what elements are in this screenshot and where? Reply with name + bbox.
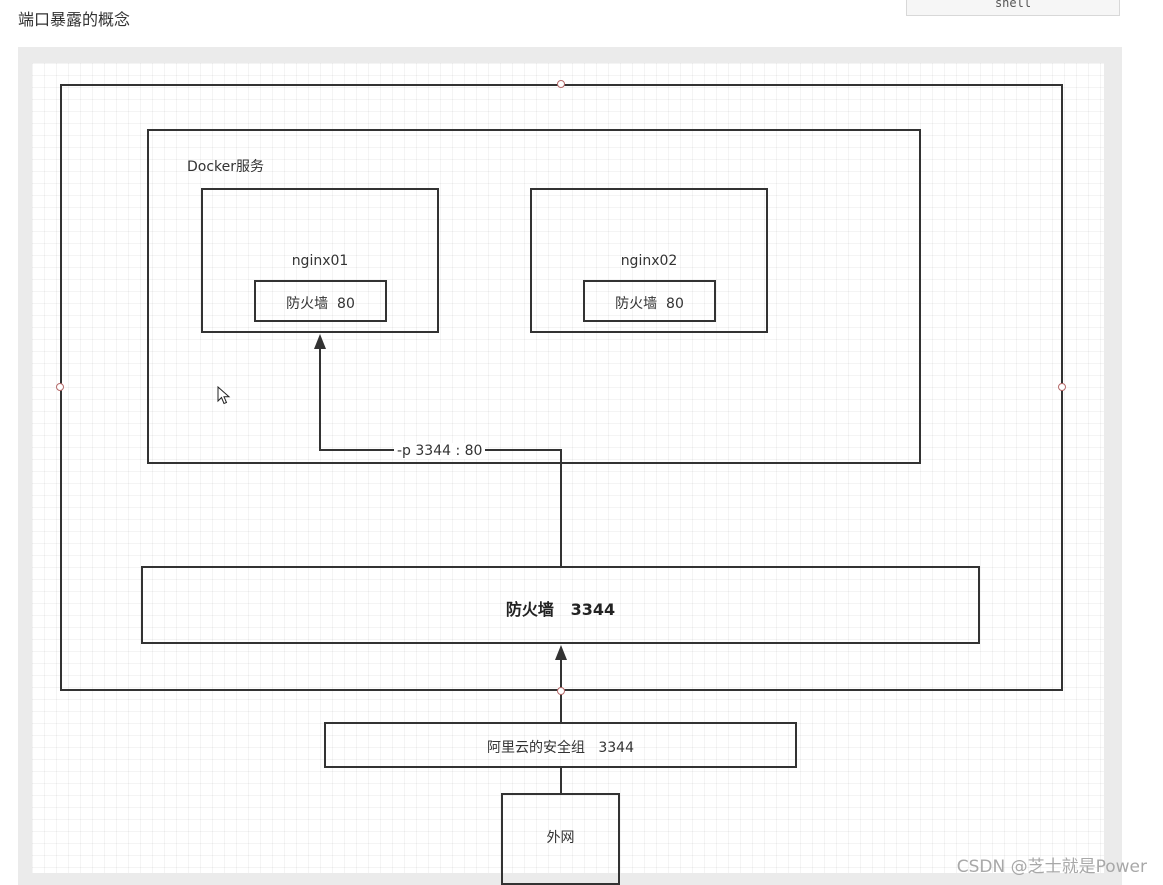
selection-handle-left[interactable]	[56, 383, 64, 391]
mouse-cursor-icon	[217, 386, 231, 405]
watermark: CSDN @芝士就是Power	[956, 857, 1147, 877]
code-language-tab[interactable]: shell	[906, 0, 1120, 16]
nginx02-title: nginx02	[620, 253, 678, 269]
selection-handle-right[interactable]	[1058, 383, 1066, 391]
nginx02-container-box[interactable]: nginx02	[530, 188, 768, 333]
nginx01-firewall-label: 防火墙 80	[286, 296, 355, 312]
nginx01-title: nginx01	[291, 253, 349, 269]
page-heading: 端口暴露的概念	[18, 10, 131, 29]
host-firewall-label: 防火墙 3344	[505, 600, 616, 619]
port-mapping-label: -p 3344 : 80	[394, 443, 486, 459]
selection-handle-top[interactable]	[557, 80, 565, 88]
nginx02-firewall-label: 防火墙 80	[615, 296, 684, 312]
external-network-label: 外网	[546, 830, 575, 846]
host-firewall-box[interactable]: 防火墙 3344	[141, 566, 980, 644]
external-network-box[interactable]: 外网	[501, 793, 620, 885]
nginx01-container-box[interactable]: nginx01	[201, 188, 439, 333]
docker-service-label: Docker服务	[187, 159, 265, 175]
security-group-box[interactable]: 阿里云的安全组 3344	[324, 722, 797, 768]
nginx02-firewall-box[interactable]: 防火墙 80	[583, 280, 716, 322]
nginx01-firewall-box[interactable]: 防火墙 80	[254, 280, 387, 322]
diagram-canvas	[32, 63, 1104, 873]
security-group-label: 阿里云的安全组 3344	[487, 740, 634, 756]
selection-handle-bottom[interactable]	[557, 687, 565, 695]
